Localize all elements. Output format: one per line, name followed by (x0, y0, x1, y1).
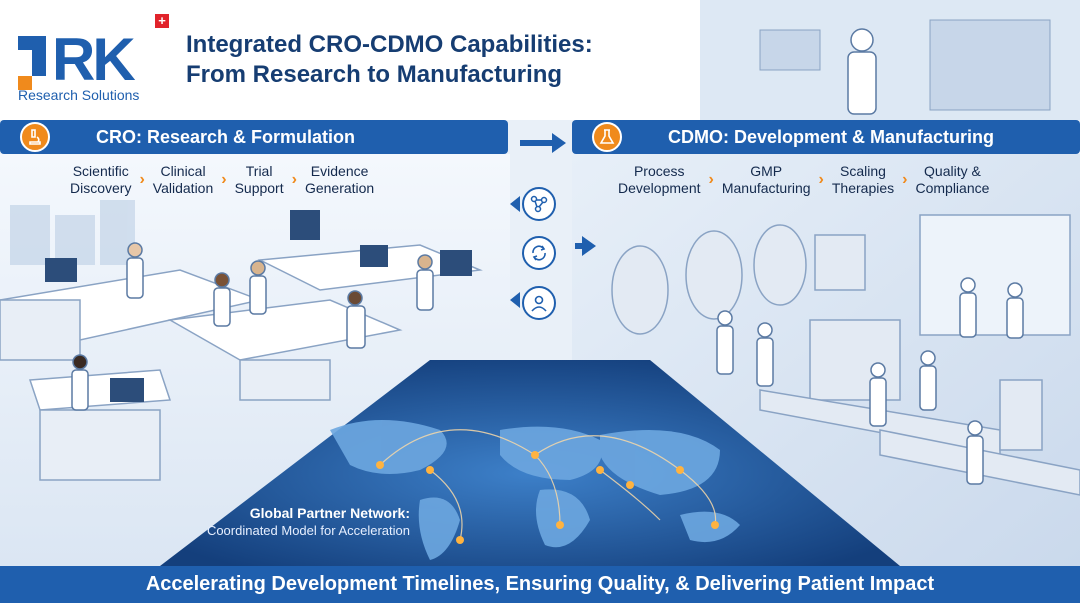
footer-tagline: Accelerating Development Timelines, Ensu… (0, 566, 1080, 603)
flask-icon (592, 122, 622, 152)
logo-j-shape (18, 36, 46, 76)
chevron-right-icon: › (139, 171, 145, 188)
title-line-2: From Research to Manufacturing (186, 61, 563, 88)
network-subtitle: Coordinated Model for Acceleration (206, 523, 410, 538)
logo-text: RK (52, 26, 136, 93)
person-icon (522, 286, 556, 320)
chevron-right-icon: › (291, 171, 297, 188)
logo-dot (18, 76, 32, 90)
molecule-icon (522, 187, 556, 221)
company-logo: RK + Research Solutions (18, 14, 178, 104)
chevron-right-icon: › (708, 171, 714, 188)
page-title: Integrated CRO-CDMO Capabilities: From R… (186, 30, 706, 90)
chevron-right-icon: › (818, 171, 824, 188)
global-network-label: Global Partner Network: Coordinated Mode… (170, 504, 410, 540)
swiss-flag-icon: + (155, 14, 169, 28)
logo-subtitle: Research Solutions (18, 87, 140, 103)
chevron-right-icon: › (902, 171, 908, 188)
microscope-icon (20, 122, 50, 152)
cro-panel-title: CRO: Research & Formulation (96, 127, 356, 147)
cdmo-step-4: Quality &Compliance (915, 163, 990, 196)
logo-wordmark: RK (18, 30, 136, 90)
cdmo-panel-title: CDMO: Development & Manufacturing (668, 127, 995, 147)
cycle-icon (522, 236, 556, 270)
network-title: Global Partner Network: (249, 505, 410, 521)
chevron-right-icon: › (221, 171, 227, 188)
title-line-1: Integrated CRO-CDMO Capabilities: (186, 31, 593, 58)
cro-panel-header: CRO: Research & Formulation (0, 120, 508, 154)
cdmo-panel-header: CDMO: Development & Manufacturing (572, 120, 1080, 154)
